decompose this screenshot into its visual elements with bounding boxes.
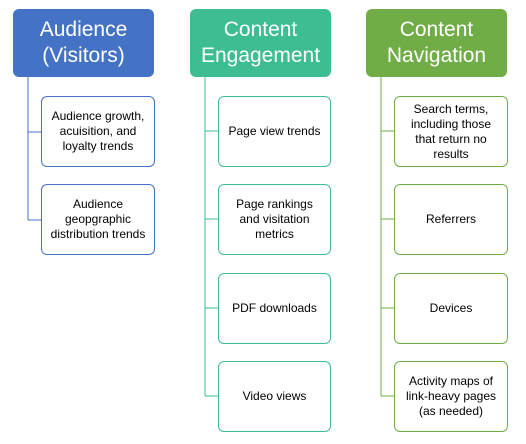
video-views-label: Video views [242, 389, 307, 403]
audience-geographic-box: Audience geopgraphic distribution trends [41, 184, 155, 255]
content-engagement-header: Content Engagement [190, 9, 331, 77]
audience-growth-box: Audience growth, acuisition, and loyalty… [41, 96, 155, 167]
referrers-label: Referrers [425, 212, 476, 226]
devices-label: Devices [429, 301, 473, 315]
search-terms-box: Search terms, including those that retur… [394, 96, 508, 167]
pdf-downloads-label: PDF downloads [232, 301, 317, 315]
page-rankings-label: Page rankings and visitation metrics [236, 197, 313, 241]
referrers-box: Referrers [394, 184, 508, 255]
activity-maps-box: Activity maps of link-heavy pages (as ne… [394, 361, 508, 432]
pdf-downloads-box: PDF downloads [218, 273, 331, 344]
devices-box: Devices [394, 273, 508, 344]
page-rankings-box: Page rankings and visitation metrics [218, 184, 331, 255]
search-terms-label: Search terms, including those that retur… [410, 101, 492, 161]
content-navigation-header: Content Navigation [366, 9, 507, 77]
page-view-trends-label: Page view trends [228, 124, 321, 138]
page-view-trends-box: Page view trends [218, 96, 331, 167]
video-views-box: Video views [218, 361, 331, 432]
audience-growth-label: Audience growth, acuisition, and loyalty… [51, 109, 145, 153]
audience-geographic-label: Audience geopgraphic distribution trends [50, 197, 146, 241]
activity-maps-label: Activity maps of link-heavy pages (as ne… [405, 374, 497, 418]
audience-header: Audience (Visitors) [13, 9, 154, 77]
